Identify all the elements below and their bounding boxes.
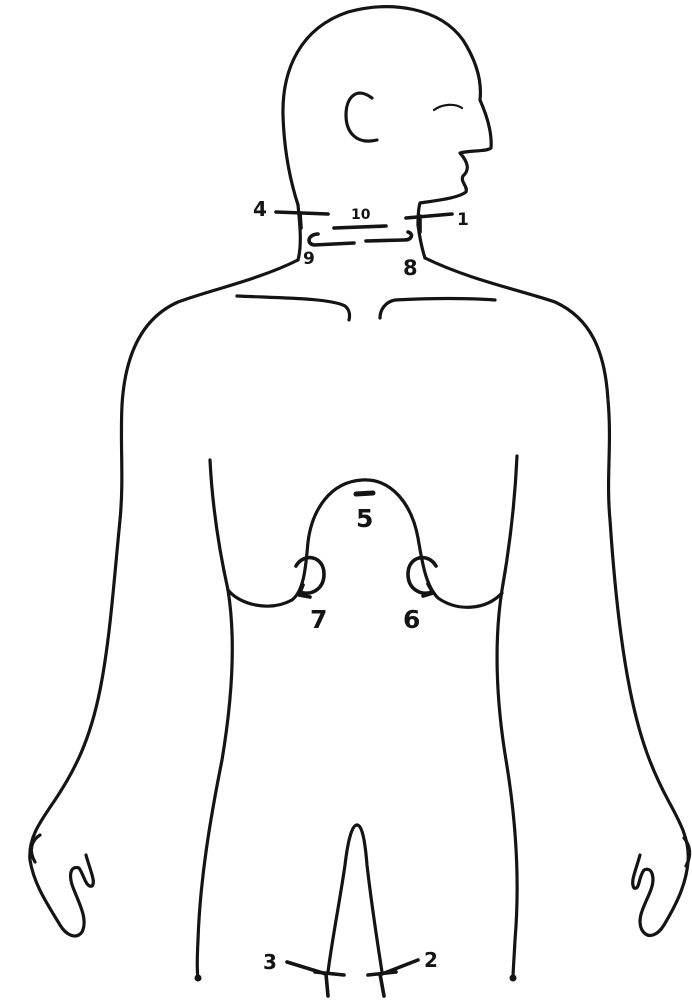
label-6: 6 [403, 605, 420, 634]
marker-2 [368, 960, 418, 996]
left-torso-side [197, 460, 232, 978]
left-shoulder-arm [30, 260, 298, 936]
left-collarbone [237, 296, 350, 320]
left-endpoint-dot [195, 975, 202, 982]
label-1: 1 [457, 210, 469, 230]
marker-8 [366, 232, 411, 241]
label-8: 8 [403, 256, 418, 280]
label-4: 4 [253, 197, 267, 221]
marker-7-arrowhead [299, 585, 310, 597]
label-9: 9 [303, 249, 315, 269]
ear-outline [346, 93, 377, 141]
right-collarbone [380, 299, 495, 319]
right-endpoint-dot [510, 975, 517, 982]
right-shoulder-arm [425, 258, 688, 935]
label-2: 2 [424, 948, 438, 972]
marker-9 [309, 234, 354, 245]
label-3: 3 [263, 950, 277, 974]
marker-5 [356, 493, 373, 494]
marker-10 [334, 226, 386, 228]
marker-1 [406, 214, 452, 232]
inner-legs [328, 825, 382, 972]
label-10: 10 [351, 207, 371, 223]
right-torso-side [497, 456, 517, 978]
label-5: 5 [356, 504, 373, 533]
rib-arch [228, 480, 502, 607]
eye-mark [434, 105, 462, 110]
marker-4 [276, 212, 328, 228]
marker-3 [287, 962, 344, 996]
label-7: 7 [310, 605, 327, 634]
head-outline [283, 7, 491, 225]
